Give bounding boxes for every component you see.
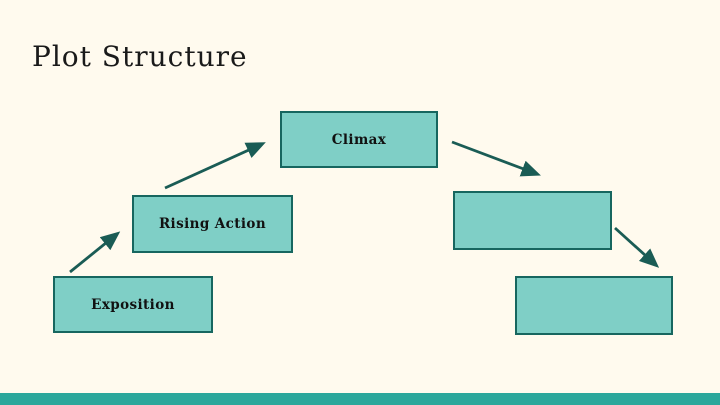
arrow-climax-to-right-upper — [451, 140, 541, 177]
arrow-rising-action-to-climax — [164, 142, 266, 190]
diagram-box-rising-action: Rising Action — [132, 195, 293, 253]
diagram-box-exposition: Exposition — [53, 276, 213, 333]
diagram-box-rising-action-label: Rising Action — [158, 216, 267, 232]
diagram-box-climax: Climax — [280, 111, 438, 168]
arrow-right-upper-to-right-lower — [614, 226, 660, 268]
diagram-box-right-lower-empty — [515, 276, 673, 335]
diagram-box-climax-label: Climax — [331, 131, 387, 148]
diagram-box-exposition-label: Exposition — [91, 296, 175, 313]
footer-accent-bar — [0, 393, 720, 405]
diagram-box-right-upper-empty — [453, 191, 612, 250]
page-title: Plot Structure — [32, 40, 248, 73]
arrow-exposition-to-rising-action — [69, 231, 121, 274]
